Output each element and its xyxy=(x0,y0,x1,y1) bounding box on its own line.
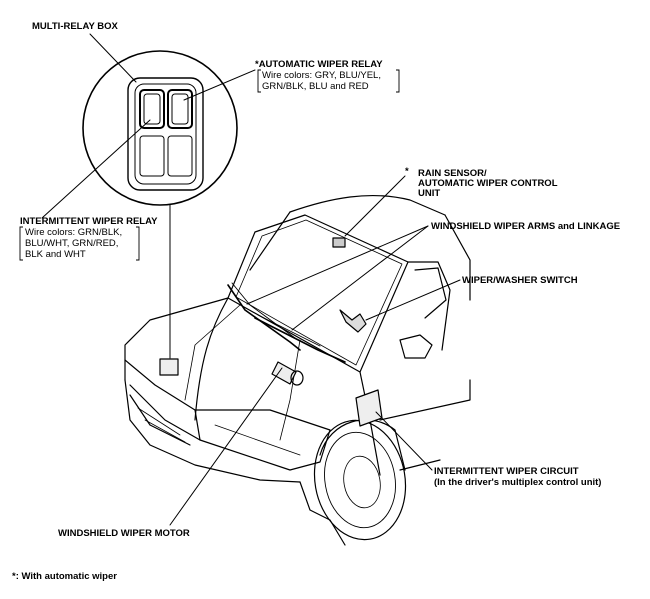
relay-box-component xyxy=(159,358,179,376)
label-intermittent-circuit: INTERMITTENT WIPER CIRCUIT xyxy=(434,466,579,477)
washer-switch-component xyxy=(339,309,367,333)
label-intermittent-relay-wires-3: BLK and WHT xyxy=(25,249,86,260)
label-auto-wiper-relay-wires-2: GRN/BLK, BLU and RED xyxy=(262,81,369,92)
label-auto-wiper-relay-wires-1: Wire colors: GRY, BLU/YEL, xyxy=(262,70,381,81)
label-rain-sensor-star: * xyxy=(405,166,409,177)
label-washer-switch: WIPER/WASHER SWITCH xyxy=(462,275,578,286)
label-rain-sensor-3: UNIT xyxy=(418,188,441,199)
label-wiper-motor: WINDSHIELD WIPER MOTOR xyxy=(58,528,190,539)
label-multi-relay-box: MULTI-RELAY BOX xyxy=(32,21,118,32)
label-rain-sensor-1: RAIN SENSOR/ xyxy=(418,168,487,179)
label-rain-sensor-2: AUTOMATIC WIPER CONTROL xyxy=(418,178,558,189)
label-intermittent-circuit-sub: (In the driver's multiplex control unit) xyxy=(434,477,602,488)
leader-lines xyxy=(41,33,461,526)
wiper-motor-component xyxy=(271,361,304,386)
label-intermittent-relay-wires-1: Wire colors: GRN/BLK, xyxy=(25,227,123,238)
label-intermittent-relay-wires-2: BLU/WHT, GRN/RED, xyxy=(25,238,119,249)
rain-sensor-component xyxy=(332,237,346,248)
label-wiper-arms: WINDSHIELD WIPER ARMS and LINKAGE xyxy=(431,221,621,232)
label-auto-wiper-relay: *AUTOMATIC WIPER RELAY xyxy=(255,59,383,70)
label-intermittent-relay: INTERMITTENT WIPER RELAY xyxy=(20,216,158,227)
wiper-arms xyxy=(227,282,346,363)
vehicle-outline xyxy=(124,194,471,546)
multi-relay-box-detail xyxy=(82,50,238,206)
footnote: *: With automatic wiper xyxy=(12,571,117,582)
